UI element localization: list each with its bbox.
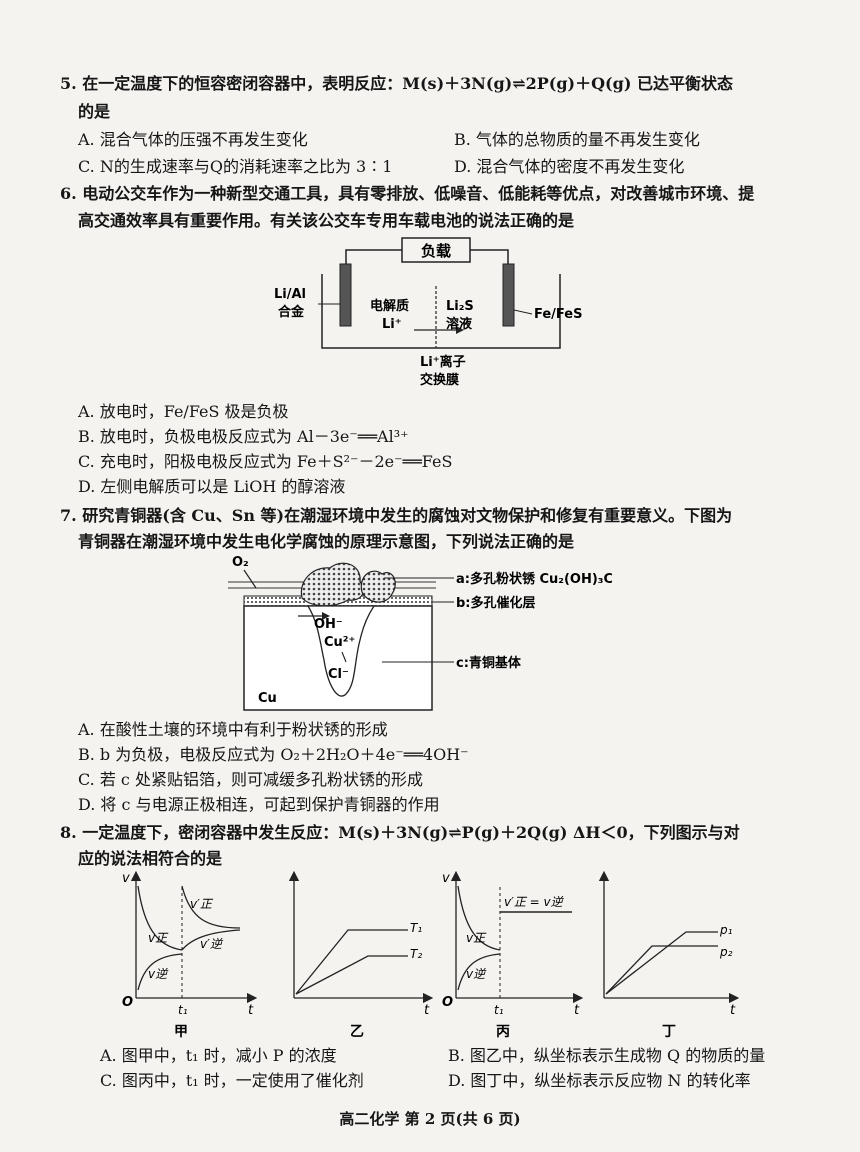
graph-jia: v O t₁ t v正 v逆 v′正 v′逆 甲	[122, 870, 258, 1040]
graph-yi: T₁ T₂ t 乙	[288, 870, 434, 1040]
label-c: c:青铜基体	[456, 655, 522, 671]
q5-stem-line2: 的是	[78, 102, 111, 121]
oh-ion-label: OH⁻	[314, 617, 343, 632]
q7-option-b: B. b 为负极，电极反应式为 O₂＋2H₂O＋4e⁻══4OH⁻	[78, 745, 469, 764]
battery-diagram: 负载 Li/Al 合金 电解质 Li⁺ Li₂S 溶液 Fe/FeS Li⁺离子…	[274, 237, 582, 388]
rate-graphs: v O t₁ t v正 v逆 v′正 v′逆 甲 T₁ T₂ t 乙 v O t…	[122, 870, 740, 1040]
q7-option-a: A. 在酸性土壤的环境中有利于粉状锈的形成	[78, 720, 388, 739]
electrolyte-label2: Li⁺	[382, 317, 402, 332]
ding-t-label: t	[730, 1003, 736, 1018]
yi-T2-label: T₂	[410, 947, 422, 961]
jia-origin-label: O	[122, 995, 133, 1010]
yi-name: 乙	[350, 1024, 364, 1040]
jia-name: 甲	[174, 1024, 188, 1040]
solution-label2: 溶液	[446, 316, 472, 332]
ding-p2-label: p₂	[719, 945, 733, 959]
jia-v-label: v	[122, 871, 130, 886]
electrolyte-label1: 电解质	[370, 298, 409, 314]
electrode-left-label2: 合金	[278, 304, 305, 320]
q6-option-a: A. 放电时，Fe/FeS 极是负极	[78, 402, 289, 421]
q8-option-b: B. 图乙中，纵坐标表示生成物 Q 的物质的量	[448, 1046, 766, 1065]
q6-stem-line2: 高交通效率具有重要作用。有关该公交车专用车载电池的说法正确的是	[78, 211, 575, 230]
jia-t-label: t	[248, 1003, 254, 1018]
bing-eq-label: v′正 = v逆	[504, 895, 565, 909]
page-footer: 高二化学 第 2 页(共 6 页)	[339, 1110, 521, 1128]
q7-stem-line1: 7. 研究青铜器(含 Cu、Sn 等)在潮湿环境中发生的腐蚀对文物保护和修复有重…	[60, 506, 733, 525]
graph-ding: p₁ p₂ t 丁	[598, 870, 740, 1040]
membrane-label2: 交换膜	[420, 372, 459, 388]
ding-p1-label: p₁	[719, 923, 733, 937]
q7-option-d: D. 将 c 与电源正极相连，可起到保护青铜器的作用	[78, 795, 440, 814]
o2-label: O₂	[232, 555, 249, 570]
label-a: a:多孔粉状锈 Cu₂(OH)₃Cl	[456, 571, 612, 587]
membrane-label1: Li⁺离子	[420, 354, 466, 370]
load-label: 负载	[421, 242, 451, 260]
jia-vrev-label: v逆	[148, 967, 169, 981]
q5-option-d: D. 混合气体的密度不再发生变化	[454, 157, 685, 176]
q6-option-d: D. 左侧电解质可以是 LiOH 的醇溶液	[78, 477, 346, 496]
q5-option-b: B. 气体的总物质的量不再发生变化	[454, 130, 700, 149]
bing-vrev-label: v逆	[466, 967, 487, 981]
jia-vfwd-label: v正	[148, 931, 169, 945]
q8-option-c: C. 图丙中，t₁ 时，一定使用了催化剂	[100, 1071, 364, 1090]
electrode-right-label: Fe/FeS	[534, 307, 582, 322]
bing-origin-label: O	[442, 995, 453, 1010]
q8-option-d: D. 图丁中，纵坐标表示反应物 N 的转化率	[448, 1071, 751, 1090]
cu-label: Cu	[258, 691, 277, 706]
jia-t1-label: t₁	[178, 1003, 188, 1017]
q6-stem-line1: 6. 电动公交车作为一种新型交通工具，具有零排放、低噪音、低能耗等优点，对改善城…	[60, 184, 755, 203]
bing-vfwd-label: v正	[466, 931, 487, 945]
corrosion-diagram: O₂ OH⁻ Cu²⁺ Cl⁻ Cu a:多孔粉状锈 Cu₂(OH)₃Cl b:…	[228, 555, 612, 711]
yi-T1-label: T₁	[410, 921, 422, 935]
q8-stem-line2: 应的说法相符合的是	[78, 849, 223, 868]
q5-option-a: A. 混合气体的压强不再发生变化	[78, 130, 308, 149]
jia-vrev2-label: v′逆	[200, 937, 224, 951]
bing-v-label: v	[442, 871, 450, 886]
q5-stem-line1: 5. 在一定温度下的恒容密闭容器中，表明反应：M(s)＋3N(g)⇌2P(g)＋…	[60, 74, 733, 93]
cu2-ion-label: Cu²⁺	[324, 635, 355, 650]
ding-name: 丁	[662, 1024, 676, 1040]
bing-name: 丙	[496, 1024, 510, 1040]
q5-option-c: C. N的生成速率与Q的消耗速率之比为 3∶1	[78, 157, 393, 176]
q8-stem-line1: 8. 一定温度下，密闭容器中发生反应：M(s)＋3N(g)⇌P(g)＋2Q(g)…	[60, 823, 740, 842]
q7-option-c: C. 若 c 处紧贴铝箔，则可减缓多孔粉状锈的形成	[78, 770, 423, 789]
bing-t1-label: t₁	[494, 1003, 504, 1017]
q8-option-a: A. 图甲中，t₁ 时，减小 P 的浓度	[100, 1046, 337, 1065]
graph-bing: v O t₁ t v′正 = v逆 v正 v逆 丙	[442, 870, 584, 1040]
label-b: b:多孔催化层	[456, 595, 536, 611]
electrode-left-label1: Li/Al	[274, 287, 306, 302]
q6-option-b: B. 放电时，负极电极反应式为 Al－3e⁻══Al³⁺	[78, 427, 409, 446]
cl-ion-label: Cl⁻	[328, 667, 349, 682]
solution-label1: Li₂S	[446, 299, 474, 314]
q7-stem-line2: 青铜器在潮湿环境中发生电化学腐蚀的原理示意图，下列说法正确的是	[78, 532, 575, 551]
jia-vfwd2-label: v′正	[190, 897, 214, 911]
bing-t-label: t	[574, 1003, 580, 1018]
q6-option-c: C. 充电时，阳极电极反应式为 Fe＋S²⁻－2e⁻══FeS	[78, 452, 453, 471]
yi-t-label: t	[424, 1003, 430, 1018]
